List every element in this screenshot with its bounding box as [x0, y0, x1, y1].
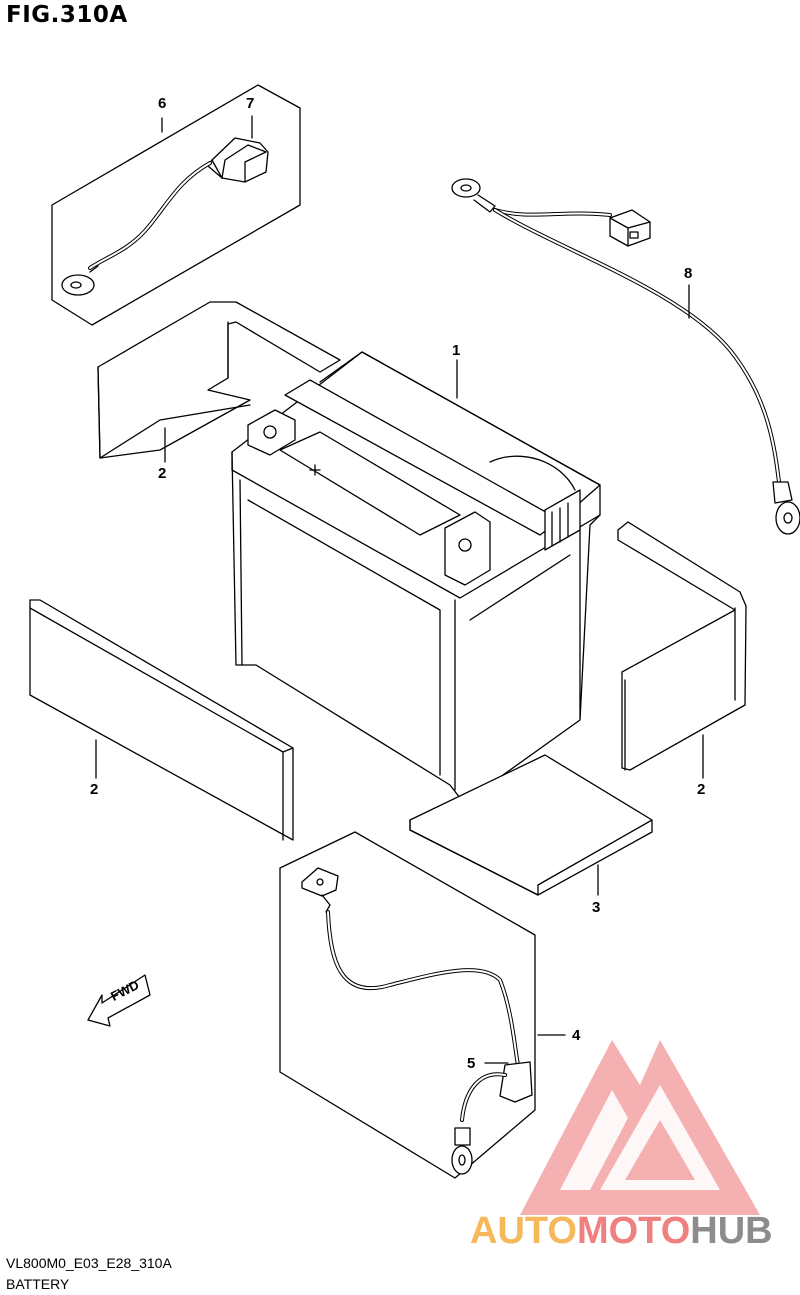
callout-2-right: 2: [697, 781, 706, 798]
callout-3: 3: [592, 899, 601, 916]
battery-pad-lower-left: [29, 599, 294, 841]
figure-title: FIG.310A: [6, 2, 128, 28]
callout-8: 8: [684, 265, 693, 282]
watermark-auto: AUTO: [470, 1210, 577, 1252]
watermark-logo: [520, 1040, 760, 1215]
callout-2-upper-left: 2: [158, 465, 167, 482]
battery-spacer-upper-left: [97, 301, 341, 459]
fwd-arrow-icon: [87, 974, 151, 1027]
watermark-moto: MOTO: [576, 1210, 691, 1252]
callout-5: 5: [467, 1055, 476, 1072]
battery-spacer-right: [617, 521, 747, 771]
battery-base-pad: [409, 754, 653, 896]
inset-panel-ground-lead: [51, 84, 301, 326]
battery-sensor-cable: [451, 178, 800, 535]
callout-1: 1: [452, 342, 461, 359]
diagram-name: BATTERY: [6, 1276, 70, 1292]
callout-2-lower-left: 2: [90, 781, 99, 798]
watermark-text: AUTOMOTOHUB: [470, 1210, 773, 1253]
callout-6: 6: [158, 95, 167, 112]
diagram-code: VL800M0_E03_E28_310A: [6, 1255, 172, 1271]
callout-7: 7: [246, 95, 255, 112]
battery-unit: [231, 351, 601, 799]
callout-4: 4: [572, 1027, 581, 1044]
watermark-hub: HUB: [690, 1210, 773, 1252]
inset-panel-negative-lead: [279, 831, 536, 1179]
